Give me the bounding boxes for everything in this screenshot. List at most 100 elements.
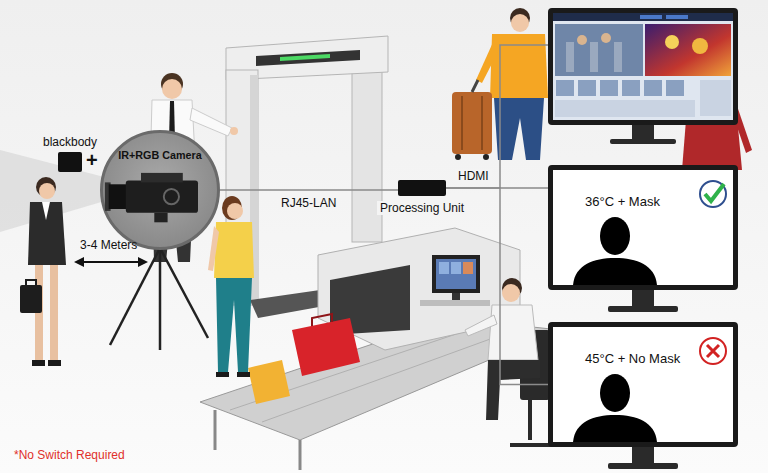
traveller (461, 96, 463, 150)
xray-machine (299, 440, 302, 470)
tripod (159, 248, 162, 350)
result-text: 36°C + Mask (585, 194, 660, 210)
dashboard-monitor (577, 35, 587, 45)
distance-arrow (138, 257, 148, 267)
operator-desk (463, 262, 473, 274)
result-monitor: 45°C + No Mask (548, 322, 738, 447)
dashboard-monitor (578, 80, 596, 96)
traveller (452, 92, 492, 154)
dashboard-monitor (553, 13, 733, 120)
dashboard-monitor (666, 80, 684, 96)
traveller (481, 96, 483, 150)
distance-label: 3-4 Meters (80, 238, 137, 252)
camera-operator (190, 108, 232, 136)
xray-machine (312, 314, 332, 326)
operator-desk (436, 259, 476, 289)
dashboard-monitor (666, 15, 688, 19)
operator-desk (452, 293, 460, 300)
left-woman (39, 183, 55, 199)
traveller (472, 80, 478, 92)
camera-icon (126, 181, 198, 213)
dashboard-monitor (553, 13, 733, 21)
traveller (455, 154, 461, 160)
tripod (110, 248, 208, 350)
security-guard (502, 284, 520, 302)
yellow-woman (216, 278, 252, 372)
traveller (511, 14, 529, 32)
dashboard-monitor (548, 8, 738, 144)
operator-desk (439, 262, 449, 274)
person-silhouette (573, 415, 657, 442)
security-guard (486, 360, 540, 420)
dashboard-monitor (622, 80, 640, 96)
yellow-woman (222, 196, 242, 220)
security-guard (528, 400, 532, 440)
distance-arrow (82, 261, 140, 263)
walkthrough-arch (280, 54, 330, 61)
security-guard (465, 315, 497, 336)
security-guard (488, 305, 538, 360)
traveller (490, 34, 548, 98)
connector (220, 189, 398, 191)
result-text: 45°C + No Mask (585, 351, 680, 367)
processing-unit: Processing Unit (398, 180, 446, 196)
walkthrough-arch (256, 50, 360, 66)
left-woman (32, 360, 45, 366)
yellow-woman (216, 372, 229, 377)
left-woman (28, 202, 66, 265)
person-silhouette (600, 374, 630, 412)
dashboard-monitor (556, 80, 574, 96)
footnote: *No Switch Required (14, 448, 125, 462)
connector-label: HDMI (455, 169, 492, 183)
dashboard-monitor (644, 80, 662, 96)
person-silhouette (600, 217, 630, 255)
hdmi-wire (500, 45, 548, 188)
dashboard-monitor (692, 38, 708, 54)
monitor-stand (632, 290, 654, 306)
yellow-woman (208, 196, 254, 377)
fail-icon (700, 338, 726, 364)
tripod (160, 248, 208, 338)
operator-desk (420, 300, 490, 306)
traveller (494, 98, 544, 160)
traveller (483, 154, 489, 160)
xray-machine (248, 360, 290, 404)
connector (446, 188, 548, 385)
monitor-stand (608, 306, 678, 312)
left-woman (20, 285, 42, 313)
operator-desk (451, 262, 461, 274)
yellow-woman (237, 372, 250, 377)
camera-operator (230, 127, 238, 135)
yellow-woman (208, 226, 219, 271)
pass-icon (700, 181, 726, 207)
device-label: IR+RGB Camera (103, 133, 217, 162)
plus-sign: + (86, 148, 98, 172)
security-guard (465, 278, 552, 445)
xray-machine (200, 228, 560, 470)
blackbody-box: blackbody (58, 152, 82, 172)
monitor-stand (632, 447, 654, 463)
dashboard-monitor (665, 35, 679, 49)
distance-arrow (74, 257, 148, 267)
left-woman (20, 177, 66, 366)
dashboard-monitor (610, 139, 676, 144)
connector (220, 190, 398, 191)
person-silhouette (573, 258, 657, 285)
dashboard-monitor (645, 24, 731, 76)
dashboard-monitor (601, 33, 611, 43)
monitor-stand (608, 463, 678, 469)
left-woman (48, 360, 61, 366)
camera-icon (141, 173, 183, 183)
xray-machine (292, 318, 360, 376)
device-label: Processing Unit (377, 201, 467, 215)
camera-icon (109, 184, 128, 209)
left-woman (50, 265, 58, 360)
dashboard-monitor (590, 42, 598, 72)
camera-circle: IR+RGB Camera (100, 130, 220, 250)
person-silhouette (553, 327, 733, 442)
dashboard-monitor (555, 24, 643, 76)
operator-desk (432, 255, 480, 293)
left-woman (26, 280, 36, 285)
traveller (476, 40, 500, 83)
hdmi-wire (500, 45, 548, 188)
